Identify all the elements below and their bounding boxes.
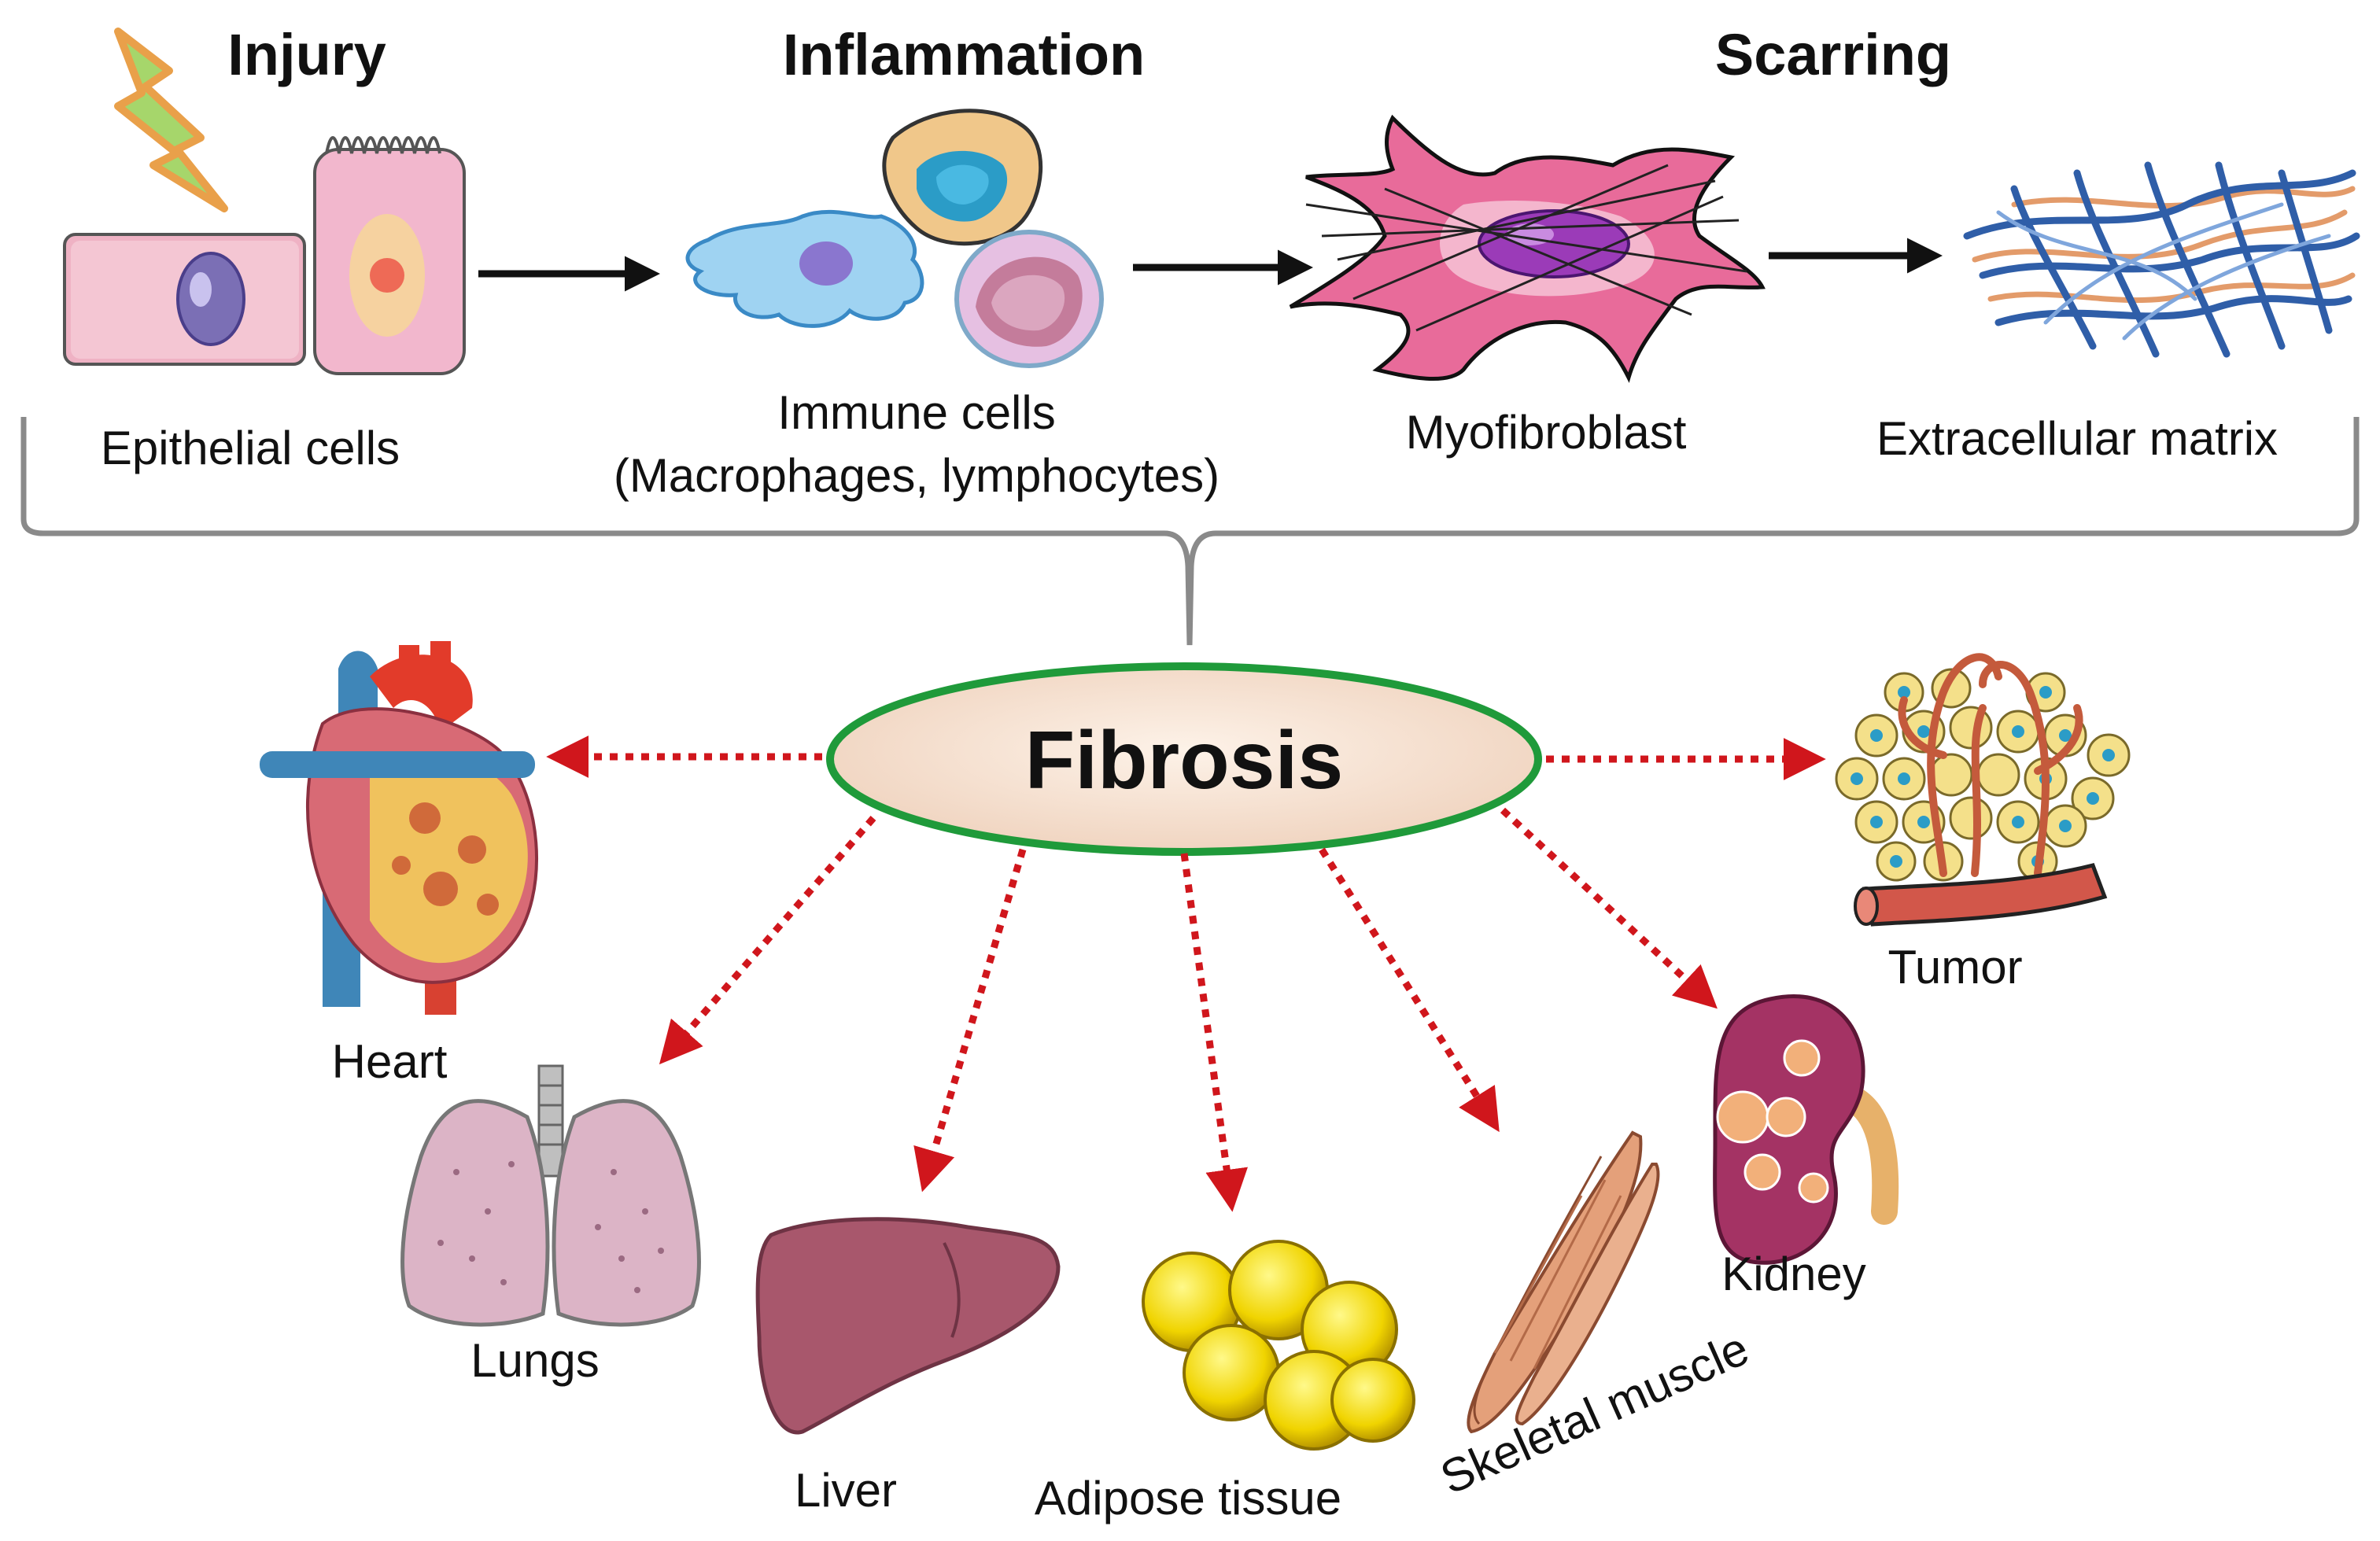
fibrosis-label: Fibrosis [1025, 715, 1344, 806]
label-kidney: Kidney [1721, 1248, 1865, 1300]
stage-injury: Injury [227, 22, 386, 87]
lungs-icon [400, 1064, 701, 1327]
liver-icon [755, 1217, 1061, 1435]
arrow-to-muscle [1319, 847, 1500, 1133]
kidney-icon [1713, 994, 1899, 1265]
label-lungs: Lungs [470, 1334, 599, 1387]
arrow-to-kidney [1500, 807, 1718, 1009]
lightning-icon [114, 28, 228, 212]
label-extracellular-matrix: Extracellular matrix [1876, 412, 2278, 465]
label-tumor: Tumor [1887, 941, 2022, 994]
arrow-to-adipose [1180, 853, 1248, 1212]
lymphocyte-icon [882, 109, 1104, 368]
epithelial-cell-icon [63, 136, 466, 375]
macrophage-icon [685, 209, 924, 328]
label-immune-cells-subtitle: (Macrophages, lymphocytes) [614, 449, 1220, 502]
grouping-brace [20, 417, 2360, 646]
label-liver: Liver [795, 1464, 897, 1517]
label-heart: Heart [332, 1035, 448, 1088]
fibrosis-node [826, 662, 1542, 856]
arrow-to-liver [913, 848, 1027, 1193]
extracellular-matrix-icon [1963, 161, 2360, 358]
label-myofibroblast: Myofibroblast [1406, 406, 1687, 459]
label-immune-cells: Immune cells [777, 386, 1055, 439]
label-epithelial-cells: Epithelial cells [101, 422, 400, 474]
adipose-icon [1142, 1240, 1415, 1451]
tumor-icon [1835, 653, 2131, 927]
label-adipose-tissue: Adipose tissue [1035, 1472, 1341, 1524]
muscle-icon [1467, 1130, 1660, 1434]
myofibroblast-icon [1289, 114, 1766, 383]
heart-icon [260, 641, 538, 1015]
stage-inflammation: Inflammation [783, 22, 1145, 87]
stage-scarring: Scarring [1715, 22, 1951, 87]
arrow-to-lungs [659, 816, 876, 1065]
